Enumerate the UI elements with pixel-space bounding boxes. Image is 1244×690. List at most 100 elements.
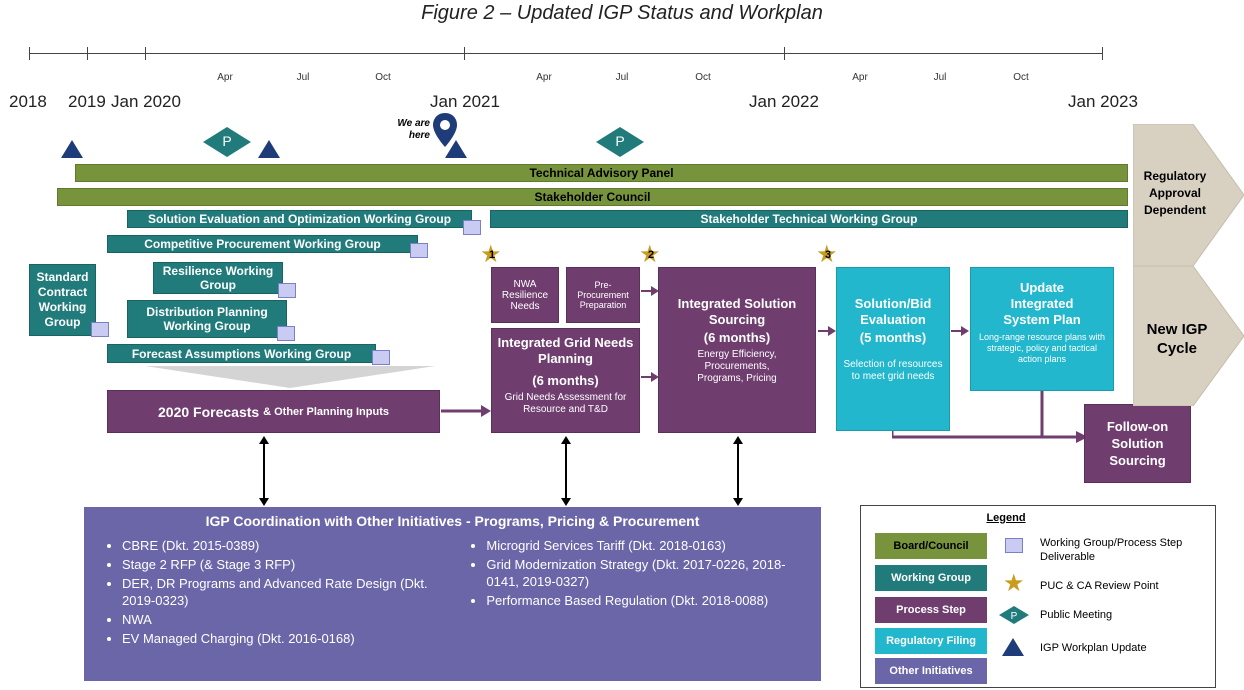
public-meeting-icon: P: [596, 127, 644, 157]
year-label: Jan 2022: [749, 92, 819, 111]
list-item: NWA: [122, 611, 454, 628]
list-item: Microgrid Services Tariff (Dkt. 2018-016…: [486, 537, 809, 554]
resilience-wg-bar: Resilience Working Group: [153, 262, 283, 294]
year-tick: [784, 47, 785, 60]
legend-wg-swatch: Working Group: [875, 565, 987, 591]
legend-star-label: PUC & CA Review Point: [1040, 580, 1159, 592]
month-label: Jul: [615, 72, 629, 83]
month-label: Apr: [217, 72, 233, 83]
arrow-right-icon: [951, 324, 969, 338]
workplan-update-icon: [445, 140, 467, 158]
year-tick: [464, 47, 465, 60]
integrated-grid-needs-box: Integrated Grid Needs Planning (6 months…: [491, 328, 640, 433]
year-tick: [87, 47, 88, 60]
legend-star-icon: ★: [1003, 570, 1025, 597]
year-tick: [1102, 47, 1103, 60]
ignp-title: Integrated Grid Needs Planning: [497, 335, 634, 366]
iss-duration: (6 months): [703, 330, 771, 345]
forecasts-sub-label: & Other Planning Inputs: [263, 405, 389, 418]
solution-bid-evaluation-box: Solution/Bid Evaluation (5 months) Selec…: [836, 267, 950, 431]
deliverable-icon: [91, 322, 109, 337]
new-igp-cycle-label: New IGP Cycle: [1146, 321, 1208, 357]
double-arrow-icon: [256, 436, 272, 506]
ignp-desc: Grid Needs Assessment for Resource and T…: [504, 392, 627, 415]
distribution-planning-wg-bar: Distribution Planning Working Group: [127, 300, 287, 338]
review-point-number: 1: [489, 249, 496, 261]
forecasts-box: 2020 Forecasts & Other Planning Inputs: [107, 390, 440, 433]
legend-box: Legend Board/Council Working Group Proce…: [860, 505, 1216, 688]
stakeholder-technical-wg-bar: Stakeholder Technical Working Group: [490, 210, 1128, 228]
double-arrow-icon: [730, 436, 746, 506]
public-meeting-letter: P: [615, 133, 625, 149]
review-point-star-icon: ★: [480, 241, 502, 268]
pre-procurement-box: Pre-Procurement Preparation: [566, 267, 640, 323]
uisp-desc: Long-range resource plans with strategic…: [978, 332, 1106, 364]
solution-evaluation-wg-bar: Solution Evaluation and Optimization Wor…: [127, 210, 472, 228]
coordination-left-list: CBRE (Dkt. 2015-0389) Stage 2 RFP (& Sta…: [96, 537, 454, 649]
list-item: DER, DR Programs and Advanced Rate Desig…: [122, 575, 454, 609]
forecast-assumptions-wg-bar: Forecast Assumptions Working Group: [107, 344, 376, 363]
regulatory-approval-chevron: [1132, 123, 1244, 267]
workplan-update-icon: [61, 140, 83, 158]
list-item: Performance Based Regulation (Dkt. 2018-…: [486, 592, 809, 609]
legend-other-swatch: Other Initiatives: [875, 658, 987, 684]
svg-text:P: P: [1011, 611, 1018, 622]
iss-title: Integrated Solution Sourcing: [677, 296, 797, 327]
list-item: Grid Modernization Strategy (Dkt. 2017-0…: [486, 556, 809, 590]
integrated-solution-sourcing-box: Integrated Solution Sourcing (6 months) …: [658, 267, 816, 433]
ignp-duration: (6 months): [532, 373, 599, 388]
arrow-right-icon: [441, 403, 491, 419]
review-point-number: 3: [825, 249, 832, 261]
deliverable-icon: [372, 350, 390, 365]
deliverable-icon: [463, 220, 481, 235]
figure-title: Figure 2 – Updated IGP Status and Workpl…: [421, 2, 823, 24]
forecasts-main-label: 2020 Forecasts: [158, 403, 260, 420]
stakeholder-council-bar: Stakeholder Council: [57, 188, 1128, 206]
month-label: Jul: [296, 72, 310, 83]
review-point-number: 2: [648, 249, 655, 261]
year-label: Jan 2023: [1068, 92, 1138, 111]
public-meeting-letter: P: [222, 133, 232, 149]
legend-process-swatch: Process Step: [875, 597, 987, 623]
year-tick: [29, 47, 30, 60]
year-tick: [145, 47, 146, 60]
legend-meeting-icon: P: [999, 606, 1029, 624]
deliverable-icon: [410, 243, 428, 258]
list-item: EV Managed Charging (Dkt. 2016-0168): [122, 630, 454, 647]
sbe-duration: (5 months): [859, 330, 927, 345]
funnel-shape: [145, 366, 435, 388]
update-integrated-system-plan-box: Update Integrated System Plan Long-range…: [970, 267, 1114, 391]
iss-desc: Energy Efficiency, Procurements, Program…: [697, 349, 777, 384]
review-point-star-icon: ★: [639, 241, 661, 268]
year-label: 2019: [68, 92, 106, 111]
month-label: Apr: [852, 72, 868, 83]
sbe-title: Solution/Bid Evaluation: [854, 296, 932, 327]
month-label: Oct: [695, 72, 711, 83]
public-meeting-icon: P: [203, 127, 251, 157]
legend-deliverable-icon: [1005, 538, 1023, 553]
follow-on-sourcing-box: Follow-on Solution Sourcing: [1084, 404, 1191, 483]
month-label: Jul: [933, 72, 947, 83]
coordination-title: IGP Coordination with Other Initiatives …: [205, 513, 700, 529]
month-label: Oct: [375, 72, 391, 83]
legend-deliverable-label: Working Group/Process Step Deliverable: [1040, 537, 1183, 563]
arrow-right-icon: [818, 324, 836, 338]
deliverable-icon: [277, 326, 295, 341]
arrow-right-icon: [641, 370, 659, 384]
list-item: Stage 2 RFP (& Stage 3 RFP): [122, 556, 454, 573]
timeline-axis: [29, 53, 1103, 54]
workplan-update-icon: [258, 140, 280, 158]
new-cycle-chevron: [1132, 265, 1244, 407]
regulatory-approval-label: Regulatory Approval Dependent: [1143, 169, 1207, 217]
coordination-right-list: Microgrid Services Tariff (Dkt. 2018-016…: [454, 537, 809, 649]
legend-workplan-icon: [1002, 638, 1024, 656]
arrow-right-icon: [641, 284, 659, 298]
standard-contract-wg-bar: Standard Contract Working Group: [29, 264, 96, 336]
uisp-title: Update Integrated System Plan: [1003, 280, 1081, 327]
location-pin-icon: [432, 112, 458, 148]
sbe-desc: Selection of resources to meet grid need…: [843, 359, 943, 382]
competitive-procurement-wg-bar: Competitive Procurement Working Group: [107, 235, 418, 253]
month-label: Oct: [1013, 72, 1029, 83]
month-label: Apr: [536, 72, 552, 83]
nwa-resilience-needs-box: NWA Resilience Needs: [491, 267, 559, 323]
